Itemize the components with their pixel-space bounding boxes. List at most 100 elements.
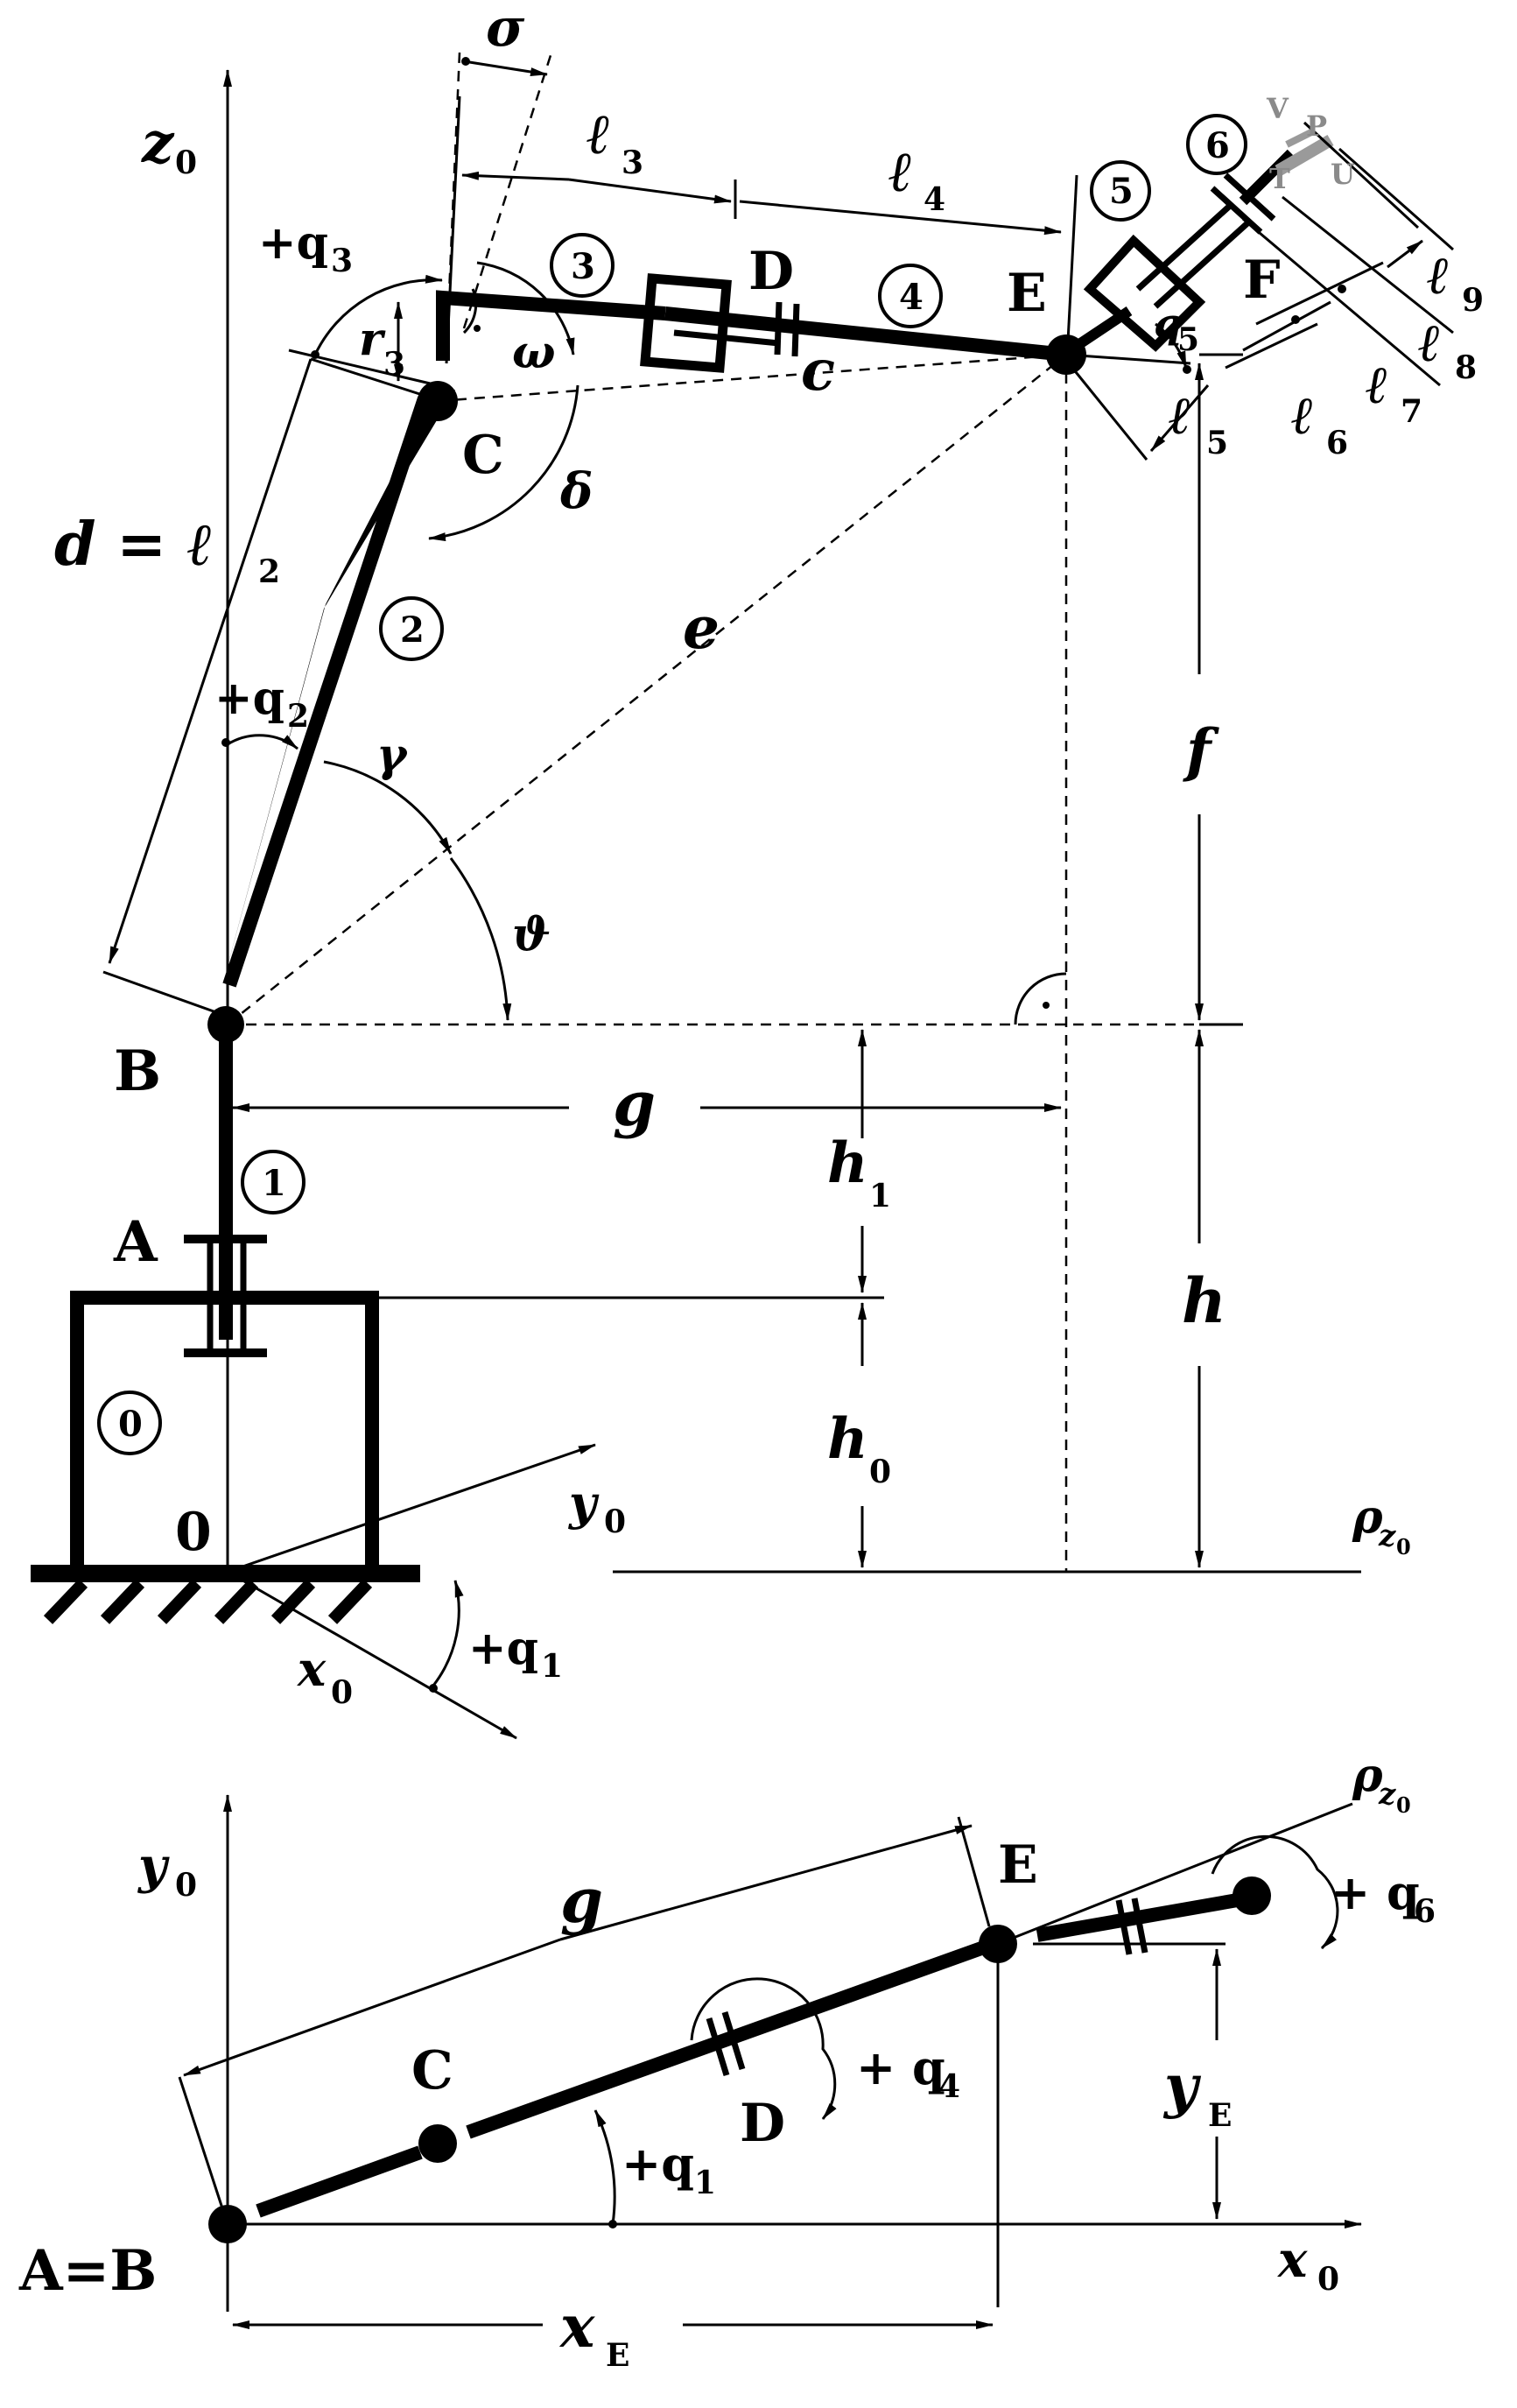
plan-label-y0: y — [137, 1837, 170, 1895]
label-e: e — [683, 594, 720, 662]
label-l5: ℓ — [1169, 385, 1191, 447]
label-g: g — [613, 1067, 656, 1140]
label-sigma: σ — [486, 0, 525, 59]
label-l7: ℓ — [1366, 355, 1388, 416]
plan-label-rho-z0-subsub: 0 — [1396, 1792, 1411, 1818]
plan-label-q1-sub: 1 — [694, 2165, 716, 2201]
label-origin-0: 0 — [175, 1502, 212, 1563]
prismatic-joint-D — [640, 273, 800, 373]
plan-label-q4: + q — [856, 2039, 945, 2095]
label-T: T — [1269, 162, 1290, 195]
plan-joint-C — [418, 2124, 457, 2163]
label-D: D — [748, 241, 794, 302]
label-h1-sub: 1 — [869, 1178, 891, 1215]
label-l8: ℓ — [1418, 313, 1441, 374]
label-circle-5: 5 — [1109, 171, 1134, 212]
label-l4: ℓ — [888, 139, 912, 205]
plan-rho-line — [997, 1802, 1353, 1946]
label-delta: δ — [559, 462, 593, 520]
plan-label-q6-sub: 6 — [1414, 1893, 1436, 1930]
plan-joint-E — [979, 1925, 1017, 1963]
plan-label-x0-sub: 0 — [1317, 2261, 1339, 2298]
plan-link-EF — [1036, 1891, 1249, 1942]
label-circle-4: 4 — [899, 277, 924, 318]
label-l6: ℓ — [1291, 385, 1314, 447]
ground-hatch — [43, 1579, 373, 1624]
label-circle-3: 3 — [571, 246, 595, 287]
label-P: P — [1306, 109, 1327, 143]
label-q2-sub: 2 — [287, 698, 309, 735]
label-q3: +q — [258, 216, 328, 270]
label-x0: x — [297, 1641, 327, 1697]
plan-label-E: E — [998, 1834, 1038, 1896]
line-e — [227, 354, 1067, 1025]
plan-label-yE-sub: E — [1208, 2097, 1232, 2134]
label-l9-sub: 9 — [1462, 282, 1484, 319]
plan-view: ρ z 0 y 0 g E + q 6 C D + q 4 y E +q 1 A… — [18, 1749, 1436, 2374]
label-q1: +q — [468, 1622, 538, 1675]
label-l6-sub: 6 — [1326, 425, 1348, 461]
label-h0: h — [827, 1406, 868, 1472]
label-f: f — [1183, 716, 1219, 785]
x0-axis — [227, 1570, 517, 1740]
plan-label-D: D — [740, 2093, 785, 2154]
label-q1-sub: 1 — [541, 1648, 563, 1685]
label-E: E — [1007, 263, 1047, 324]
label-y0-sub: 0 — [604, 1503, 626, 1540]
label-l7-sub: 7 — [1401, 393, 1422, 430]
label-U: U — [1331, 158, 1355, 191]
label-r3: r — [359, 313, 386, 366]
label-l3-sub: 3 — [622, 144, 643, 181]
label-h0-sub: 0 — [869, 1454, 891, 1490]
label-theta: ϑ — [512, 908, 551, 961]
label-l8-sub: 8 — [1455, 349, 1477, 386]
label-x0-sub: 0 — [331, 1674, 353, 1711]
label-omega: ω — [512, 326, 556, 379]
label-y0: y — [568, 1475, 600, 1531]
label-d-eq-l2: d = ℓ — [54, 510, 213, 580]
label-circle-6: 6 — [1205, 125, 1230, 166]
plan-label-x0: x — [1277, 2231, 1308, 2289]
label-z0: z — [141, 110, 175, 176]
line-c — [437, 353, 1067, 403]
label-B: B — [114, 1039, 161, 1104]
plan-joint-AB — [208, 2205, 247, 2243]
link-4 — [664, 306, 1067, 362]
label-rho-z0-subsub: 0 — [1396, 1534, 1411, 1560]
label-circle-2: 2 — [400, 609, 425, 651]
plan-label-q6: + q — [1331, 1864, 1420, 1920]
label-rho-z0-sub: z — [1378, 1518, 1396, 1553]
label-gamma: γ — [376, 729, 409, 782]
label-d-eq-l2-sub: 2 — [258, 553, 280, 590]
label-l9: ℓ — [1427, 245, 1450, 306]
plan-label-rho-z0: ρ — [1352, 1749, 1383, 1802]
plan-label-C: C — [411, 2040, 453, 2102]
wrist — [1073, 128, 1334, 352]
plan-label-y0-sub: 0 — [175, 1867, 197, 1904]
plan-joint-F — [1233, 1876, 1271, 1915]
label-q5-sub: 5 — [1177, 321, 1199, 358]
label-V: V — [1266, 92, 1289, 125]
label-rho-z0: ρ — [1352, 1490, 1383, 1544]
joint-B — [207, 1006, 244, 1043]
plan-label-q4-sub: 4 — [938, 2068, 960, 2105]
plan-label-q1: +q — [622, 2136, 694, 2192]
label-F: F — [1243, 250, 1281, 311]
side-view: z 0 σ ℓ 3 ℓ 4 +q 3 r 3 3 D 4 E 5 6 V P T… — [31, 0, 1484, 1740]
plan-label-rho-z0-sub: z — [1378, 1777, 1396, 1812]
label-q2: +q — [214, 672, 284, 725]
label-C: C — [462, 425, 504, 486]
plan-label-g: g — [560, 1864, 603, 1937]
label-l4-sub: 4 — [924, 181, 945, 218]
plan-label-xE: x — [558, 2292, 595, 2361]
plan-link-BC — [256, 2145, 423, 2218]
label-A: A — [113, 1209, 158, 1275]
label-z0-sub: 0 — [175, 144, 197, 181]
label-c: c — [801, 338, 835, 404]
label-r3-sub: 3 — [383, 346, 405, 383]
plan-label-yE: y — [1162, 2052, 1202, 2120]
label-circle-1: 1 — [262, 1163, 286, 1204]
label-circle-0: 0 — [118, 1404, 143, 1445]
